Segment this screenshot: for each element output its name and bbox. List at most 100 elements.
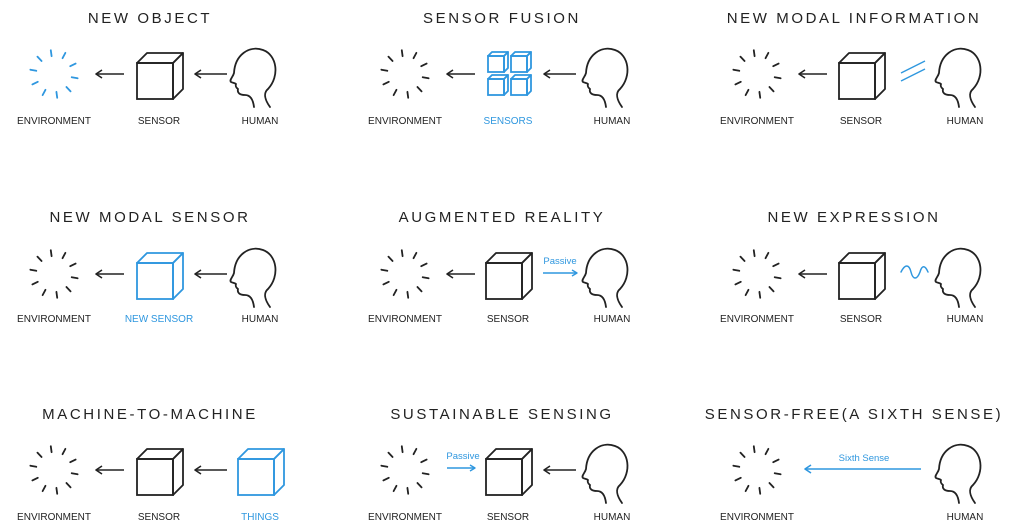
arrow-head — [194, 465, 202, 475]
environment-dash — [380, 68, 389, 72]
environment-dash — [31, 280, 39, 286]
environment-label: ENVIRONMENT — [720, 512, 794, 523]
cube-front-face — [136, 458, 174, 496]
environment-dash — [406, 290, 410, 299]
sensor-label: SENSOR — [138, 116, 180, 127]
sixth-sense-label: Sixth Sense — [839, 453, 890, 464]
arrow-left-icon — [95, 69, 124, 79]
environment-dash — [416, 482, 423, 489]
environment-dash — [382, 476, 390, 482]
cube-front-face — [487, 55, 505, 73]
arrow-head — [95, 69, 103, 79]
environment-dash — [31, 476, 39, 482]
environment-dash — [70, 76, 79, 80]
cube-top-face — [485, 448, 533, 460]
things-cube-icon — [237, 448, 285, 496]
arrow-head — [571, 269, 578, 277]
cube-front-face — [487, 78, 505, 96]
sensor-cube-icon — [838, 52, 886, 100]
cube-top-face — [838, 252, 886, 264]
arrow-head — [469, 464, 476, 472]
arrow-head — [446, 269, 454, 279]
environment-dash — [420, 262, 428, 268]
environment-dash — [70, 276, 79, 280]
passive-arrow-right-icon — [543, 269, 578, 277]
environment-dash — [739, 55, 746, 62]
panel-title: NEW OBJECT — [88, 10, 212, 27]
environment-dash — [382, 280, 390, 286]
long-accent-arrow-left-icon — [804, 464, 921, 474]
human-head-icon — [934, 443, 982, 504]
cube-side-face — [503, 51, 509, 73]
right-label: HUMAN — [594, 116, 631, 127]
cube-front-face — [485, 458, 523, 496]
environment-dash — [744, 484, 750, 493]
cube-top-face — [136, 52, 184, 64]
environment-dash — [55, 486, 59, 495]
right-label: HUMAN — [947, 314, 984, 325]
environment-dash — [772, 262, 780, 268]
sensor-label: SENSOR — [487, 314, 529, 325]
sensor-label: SENSORS — [484, 116, 533, 127]
environment-dash — [69, 62, 77, 68]
arrow-head — [446, 69, 454, 79]
environment-dash — [387, 255, 394, 262]
cube-top-face — [838, 52, 886, 64]
right-label: THINGS — [241, 512, 279, 523]
environment-dash — [31, 80, 39, 86]
environment-dash — [773, 276, 782, 280]
environment-dash — [773, 76, 782, 80]
environment-dash — [412, 51, 418, 60]
environment-dash — [420, 62, 428, 68]
panel-title: NEW MODAL SENSOR — [49, 209, 250, 226]
environment-dash — [65, 86, 72, 93]
head-outline — [934, 247, 982, 308]
environment-dash — [61, 251, 67, 260]
panel-title: SENSOR FUSION — [423, 10, 581, 27]
arrow-left-icon — [194, 69, 227, 79]
sensor-cube-icon — [485, 448, 533, 496]
diagonal-arrow-bottom-line — [900, 68, 926, 82]
environment-dash — [400, 249, 404, 258]
head-outline — [934, 443, 982, 504]
environment-dash — [752, 249, 756, 258]
arrow-head — [798, 269, 806, 279]
arrow-head — [95, 269, 103, 279]
sensor-cube-small-icon — [510, 74, 532, 96]
right-label: HUMAN — [594, 314, 631, 325]
environment-dash — [55, 90, 59, 99]
sensor-cube-small-icon — [510, 51, 532, 73]
environment-dash — [65, 286, 72, 293]
sensor-cube-icon — [485, 252, 533, 300]
environment-label: ENVIRONMENT — [368, 512, 442, 523]
environment-dash — [382, 80, 390, 86]
human-head-icon — [229, 247, 277, 308]
arrow-left-icon — [798, 69, 827, 79]
environment-dash — [387, 451, 394, 458]
human-head-icon — [581, 47, 629, 108]
arrow-head — [194, 269, 202, 279]
arrow-left-icon — [446, 269, 475, 279]
sensor-cube-icon — [136, 252, 184, 300]
cube-front-face — [237, 458, 275, 496]
environment-dashes-icon — [732, 49, 782, 99]
environment-dash — [768, 286, 775, 293]
environment-dash — [732, 68, 741, 72]
environment-dash — [412, 447, 418, 456]
environment-label: ENVIRONMENT — [17, 314, 91, 325]
environment-dash — [36, 451, 43, 458]
environment-dash — [400, 49, 404, 58]
cube-front-face — [136, 62, 174, 100]
cube-front-face — [838, 262, 876, 300]
cube-front-face — [485, 262, 523, 300]
environment-dash — [29, 68, 38, 72]
environment-dash — [768, 86, 775, 93]
head-outline — [581, 47, 629, 108]
right-label: HUMAN — [594, 512, 631, 523]
arrow-head — [798, 69, 806, 79]
environment-dash — [49, 49, 53, 58]
head-outline — [581, 443, 629, 504]
